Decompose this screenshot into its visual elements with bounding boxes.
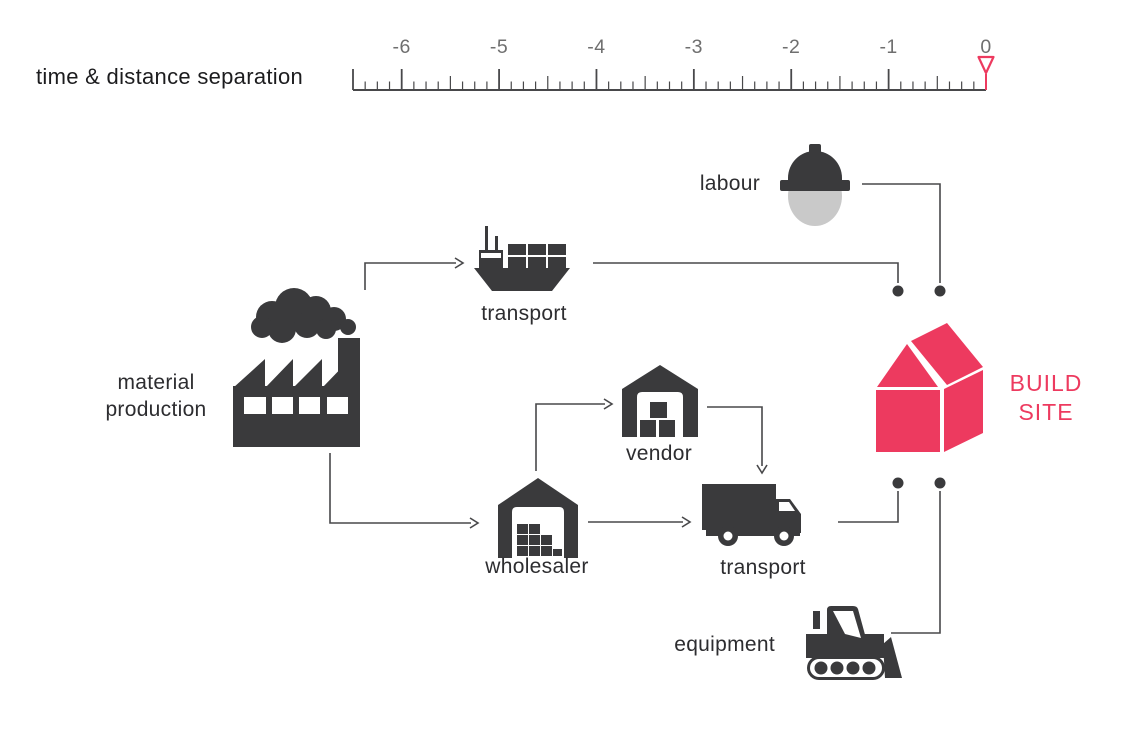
ruler-marker-icon xyxy=(977,55,995,90)
label-transport-ship: transport xyxy=(481,302,567,325)
connector-equipment-to-site xyxy=(891,491,941,634)
connector-factory-to-wholesaler xyxy=(329,453,471,524)
arrowhead-vendor-to-truck xyxy=(756,464,768,475)
wholesaler-warehouse-icon xyxy=(498,478,578,558)
connector-vendor-to-truck xyxy=(707,406,763,466)
truck-icon xyxy=(702,484,801,546)
arrowhead-factory-to-ship xyxy=(454,257,465,269)
label-transport-truck: transport xyxy=(720,556,806,579)
svg-text:-5: -5 xyxy=(490,36,508,58)
arrowhead-wholesaler-to-truck xyxy=(681,516,692,528)
site-dot-top-right xyxy=(934,285,946,297)
svg-text:-1: -1 xyxy=(879,36,897,58)
hard-hat-worker-icon xyxy=(780,144,850,226)
connector-wholesaler-to-vendor xyxy=(535,403,605,471)
arrowhead-factory-to-wholesaler xyxy=(469,517,480,529)
cargo-ship-icon xyxy=(474,226,570,291)
label-equipment: equipment xyxy=(674,633,775,656)
svg-text:-6: -6 xyxy=(393,36,411,58)
label-wholesaler: wholesaler xyxy=(485,555,589,578)
site-dot-bottom-left xyxy=(892,477,904,489)
connector-truck-to-site xyxy=(838,491,899,523)
connector-ship-to-site xyxy=(593,262,899,283)
svg-text:-2: -2 xyxy=(782,36,800,58)
svg-text:-4: -4 xyxy=(587,36,605,58)
arrowhead-wholesaler-to-vendor xyxy=(603,398,614,410)
site-dot-top-left xyxy=(892,285,904,297)
label-vendor: vendor xyxy=(625,442,692,465)
label-labour: labour xyxy=(699,172,760,195)
label-build-site-line1: BUILD xyxy=(1009,370,1083,396)
site-dot-bottom-right xyxy=(934,477,946,489)
label-build-site: BUILD SITE xyxy=(988,369,1104,427)
ruler-title: time & distance separation xyxy=(36,64,304,89)
svg-text:-3: -3 xyxy=(685,36,703,58)
factory-icon xyxy=(233,288,360,447)
build-site-house-icon xyxy=(876,323,983,452)
svg-text:0: 0 xyxy=(980,36,991,58)
label-build-site-line2: SITE xyxy=(1018,399,1074,425)
connector-labour-to-site xyxy=(862,183,941,283)
bulldozer-icon xyxy=(806,606,902,680)
ruler: -6 -5 -4 -3 -2 -1 0 xyxy=(352,36,991,91)
label-material-production: material production xyxy=(105,371,207,421)
vendor-warehouse-icon xyxy=(622,365,698,437)
connector-factory-to-ship xyxy=(364,262,456,290)
